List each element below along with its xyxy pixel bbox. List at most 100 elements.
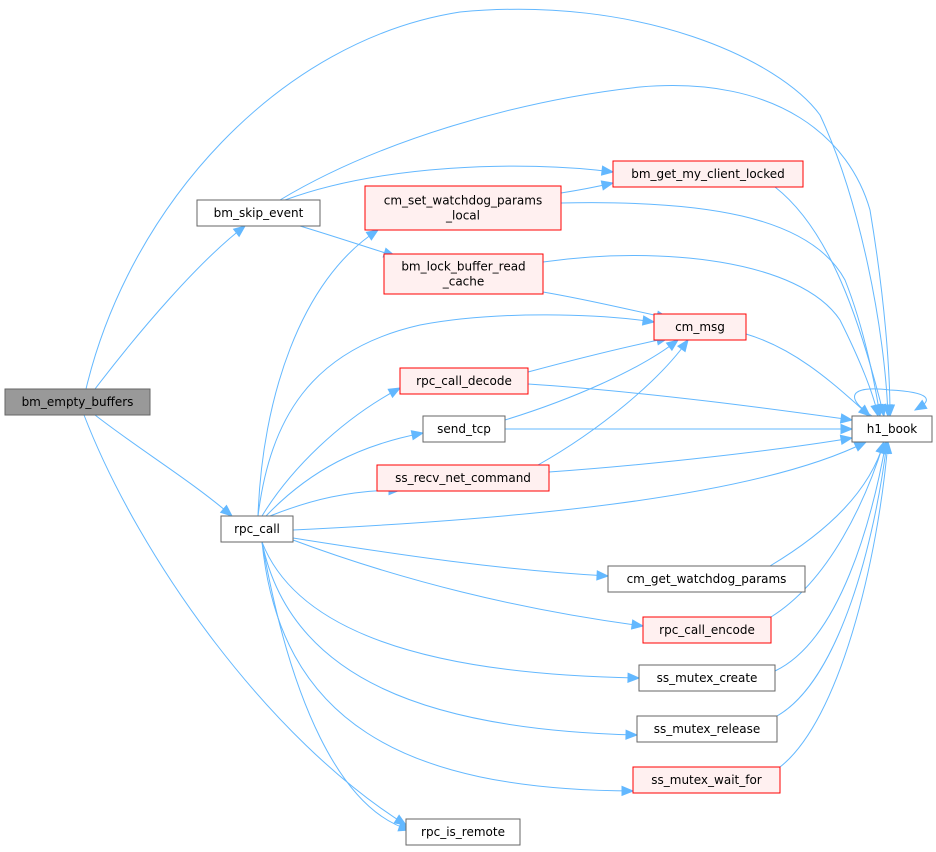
edge-rpc-call-to-ss-mutex-wait-for [261,541,635,797]
node-box[interactable] [383,253,544,295]
node-cm-msg[interactable]: cm_msg [653,313,747,341]
edge-line [779,441,889,768]
node-box[interactable] [220,515,294,543]
node-ss-mutex-release[interactable]: ss_mutex_release [636,715,778,743]
edge-ss-recv-net-command-to-h1-book [548,434,854,473]
node-ss-mutex-wait-for[interactable]: ss_mutex_wait_for [632,766,781,794]
edge-line [265,432,424,517]
edge-line [94,225,246,390]
edge-rpc-call-to-ss-mutex-release [261,541,639,740]
node-box[interactable] [653,313,747,341]
node-box[interactable] [851,415,933,443]
edge-arrowhead [596,570,610,581]
node-box[interactable] [405,818,521,846]
edge-line [261,541,638,736]
node-box[interactable] [422,415,506,443]
edge-line [542,291,669,319]
edge-arrowhead [839,434,854,446]
edge-line [292,441,867,531]
node-bm-skip-event[interactable]: bm_skip_event [196,199,321,227]
edge-line [769,441,885,567]
edge-arrowhead [600,180,615,191]
edge-line [504,339,679,421]
node-box[interactable] [638,664,776,692]
node-bm-empty-buffers[interactable]: bm_empty_buffers [4,388,151,416]
edge-send-tcp-to-cm-msg [504,339,680,421]
node-rpc-call-encode[interactable]: rpc_call_encode [642,616,772,644]
node-rpc-call-decode[interactable]: rpc_call_decode [399,367,529,395]
edge-arrowhead [625,729,639,740]
node-label: bm_get_my_client_locked [631,167,785,181]
node-box[interactable] [376,464,550,492]
edge-arrowhead [387,387,402,399]
node-rpc-call[interactable]: rpc_call [220,515,294,543]
node-box[interactable] [636,715,778,743]
edge-line [854,388,927,417]
edge-rpc-call-to-rpc-call-decode [261,387,402,517]
node-rpc-is-remote[interactable]: rpc_is_remote [405,818,521,846]
edge-rpc-call-decode-to-cm-msg [527,335,670,373]
edge-ss-mutex-wait-for-to-h1-book [779,440,893,768]
edge-arrowhead [219,504,234,517]
node-box[interactable] [607,565,806,593]
node-box[interactable] [364,185,562,231]
edge-arrowhead [630,619,645,630]
edge-line [257,314,655,517]
node-label: h1_book [867,422,918,436]
edge-rpc-call-to-rpc-call-encode [292,539,645,630]
node-box[interactable] [612,160,804,188]
edge-line [548,437,853,473]
edge-bm-lock-buffer-read-cache-to-h1-book [542,254,881,418]
node-box[interactable] [399,367,529,395]
edge-cm-set-watchdog-params-local-to-bm-get-my-client-locked [560,180,615,194]
node-bm-get-my-client-locked[interactable]: bm_get_my_client_locked [612,160,804,188]
node-bm-lock-buffer-read-cache[interactable]: bm_lock_buffer_read_cache [383,253,544,295]
node-cm-set-watchdog-params-local[interactable]: cm_set_watchdog_params_local [364,185,562,231]
edge-line [542,254,879,417]
node-label: send_tcp [437,422,491,436]
node-label: cm_msg [675,320,725,334]
edge-arrowhead [365,229,380,241]
edge-line [527,383,853,421]
node-label: rpc_call [234,522,280,536]
edge-rpc-call-to-ss-mutex-create [261,541,641,684]
node-cm-get-watchdog-params[interactable]: cm_get_watchdog_params [607,565,806,593]
node-send-tcp[interactable]: send_tcp [422,415,506,443]
node-label: rpc_call_decode [416,374,512,388]
edge-line [774,441,887,672]
node-h1-book[interactable]: h1_book [851,415,933,443]
edge-arrowhead [641,315,656,326]
node-box[interactable] [632,766,781,794]
edge-bm-skip-event-to-bm-get-my-client-locked [284,165,615,201]
edge-bm-empty-buffers-to-rpc-call [94,414,234,517]
node-label: cm_get_watchdog_params [627,572,787,586]
edge-ss-recv-net-command-to-cm-msg [537,338,689,466]
edge-bm-empty-buffers-to-rpc-is-remote [83,414,408,826]
edge-line [745,333,871,417]
edge-arrowhead [839,413,854,424]
edge-arrowhead [600,165,615,176]
edge-line [85,8,889,417]
node-ss-recv-net-command[interactable]: ss_recv_net_command [376,464,550,492]
edge-h1-book-to-h1-book [854,388,928,417]
node-label: ss_mutex_wait_for [651,773,762,787]
edges-layer [83,8,928,832]
edge-rpc-call-to-cm-set-watchdog-params-local [257,229,380,517]
node-box[interactable] [4,388,151,416]
edge-arrowhead [913,399,928,411]
edge-line [257,229,379,517]
node-ss-mutex-create[interactable]: ss_mutex_create [638,664,776,692]
edge-line [279,85,891,417]
edge-arrowhead [410,430,425,441]
edge-arrowhead [677,338,689,353]
edge-rpc-call-to-rpc-is-remote [261,541,412,832]
node-label: bm_skip_event [214,206,304,220]
node-label: ss_recv_net_command [395,471,531,485]
nodes-layer: bm_empty_buffers bm_skip_event rpc_call h1_… [4,160,933,846]
node-label: _local [445,209,480,223]
edge-line [527,337,669,373]
node-box[interactable] [196,199,321,227]
edge-arrowhead [232,225,247,238]
node-box[interactable] [642,616,772,644]
